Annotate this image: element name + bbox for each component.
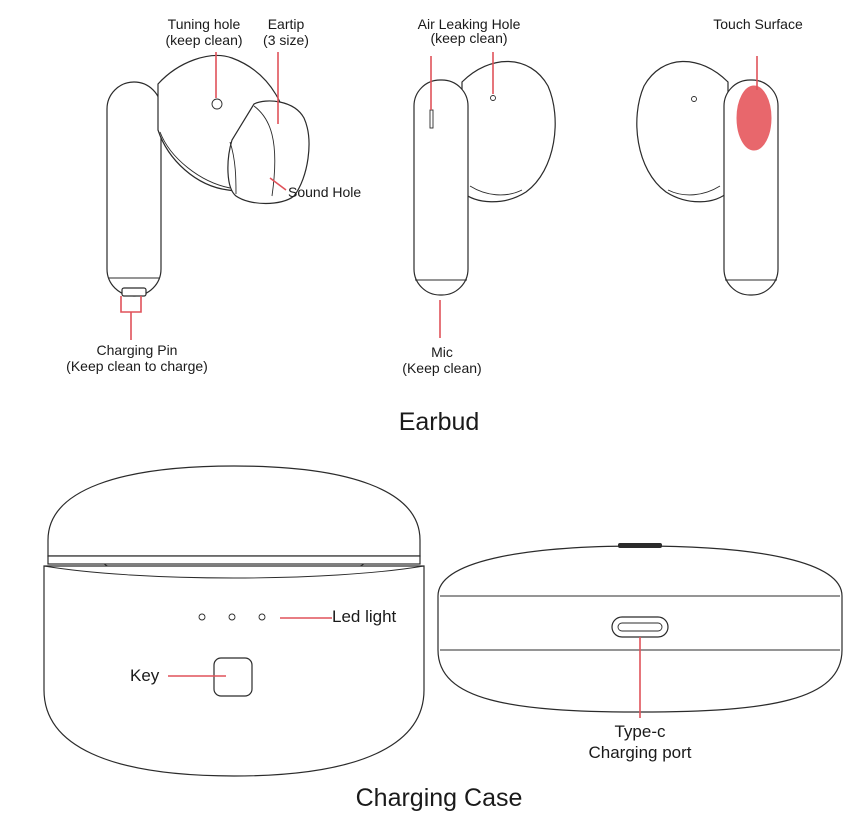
label-sound-hole: Sound Hole — [288, 184, 362, 200]
touch-surface-pad — [736, 85, 772, 151]
label-type-c-line2: Charging port — [588, 743, 692, 762]
label-key: Key — [130, 666, 160, 685]
label-type-c: Type-c Charging port — [588, 722, 691, 762]
label-charging-pin-line1: Charging Pin — [96, 342, 178, 358]
vent-hole — [691, 96, 697, 102]
label-charging-pin: Charging Pin (Keep clean to charge) — [66, 342, 208, 374]
label-eartip: Eartip (3 size) — [263, 16, 309, 48]
leader-sound-hole — [269, 177, 287, 191]
label-led-light: Led light — [332, 607, 397, 626]
earbud-middle-stem — [413, 79, 469, 296]
case-seam — [47, 555, 421, 565]
label-tuning-hole-line1: Tuning hole — [167, 16, 241, 32]
led-dot-2 — [228, 613, 236, 621]
section-title-earbud: Earbud — [398, 408, 480, 436]
section-title-charging-case: Charging Case — [355, 784, 523, 812]
label-eartip-line2: (3 size) — [263, 32, 309, 48]
case-leader-lines — [168, 617, 641, 718]
charging-pin — [121, 287, 147, 297]
eartip — [227, 100, 310, 205]
label-air-leaking-hole: Air Leaking Hole (keep clean) — [418, 16, 521, 46]
earbud-left-stem — [106, 81, 162, 297]
label-touch-surface: Touch Surface — [713, 16, 803, 32]
leader-charging-pin — [120, 296, 142, 313]
label-tuning-hole: Tuning hole (keep clean) — [165, 16, 242, 48]
case-bottom-notch — [618, 543, 662, 548]
air-leaking-hole — [490, 95, 496, 101]
label-mic-line2: (Keep clean) — [402, 360, 482, 376]
earbud-leader-lines — [120, 52, 758, 340]
label-mic: Mic (Keep clean) — [402, 344, 481, 376]
label-eartip-line1: Eartip — [267, 16, 305, 32]
case-key-button — [213, 657, 253, 697]
led-dot-1 — [198, 613, 206, 621]
label-air-leaking-line2: (keep clean) — [430, 30, 508, 46]
label-tuning-hole-line2: (keep clean) — [165, 32, 243, 48]
case-lid — [47, 465, 421, 557]
earbud-right-head — [636, 60, 729, 203]
label-air-leaking-line1: Air Leaking Hole — [417, 16, 521, 32]
led-dot-3 — [258, 613, 266, 621]
earbud-right-view — [636, 60, 779, 296]
earbud-left-view — [106, 54, 310, 297]
earbud-middle-head — [461, 60, 556, 203]
case-bottom-view — [437, 543, 843, 713]
earbud-middle-view — [413, 60, 556, 296]
type-c-port — [611, 616, 669, 638]
label-charging-pin-line2: (Keep clean to charge) — [66, 358, 208, 374]
label-type-c-line1: Type-c — [614, 722, 666, 741]
tuning-hole — [211, 98, 223, 110]
label-mic-line1: Mic — [431, 344, 453, 360]
